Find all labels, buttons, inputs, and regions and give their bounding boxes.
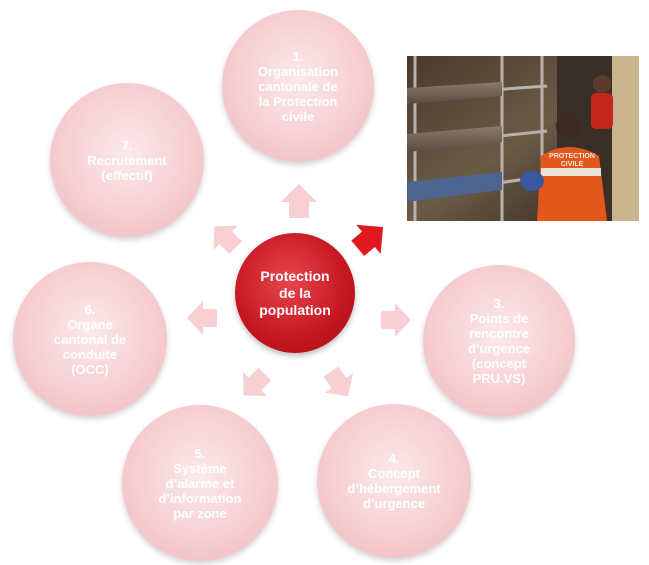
node-6-label: 6. Organe cantonal de conduite (OCC) [53,301,127,377]
node-7-label: 7. Recrutement (effectif) [87,137,167,183]
node-6-occ: 6. Organe cantonal de conduite (OCC) [13,262,167,416]
node-3-label: 3. Points de rencontre d’urgence (concep… [467,296,531,386]
arrow-to-node-5 [242,367,272,397]
node-1-label: 1. Organisation cantonale de la Protecti… [257,48,339,124]
node-3-pru: 3. Points de rencontre d’urgence (concep… [423,265,575,417]
arrow-to-node-6 [187,301,217,335]
node-4-hebergement: 4. Concept d’hébergement d’urgence [317,404,471,558]
arrow-to-node-1 [281,184,317,218]
arrow-to-node-4 [323,366,353,397]
node-7-recrutement: 7. Recrutement (effectif) [50,83,204,237]
node-1-organisation: 1. Organisation cantonale de la Protecti… [222,10,374,162]
node-5-alarme: 5. Système d’alarme et d’information par… [122,405,278,561]
arrow-to-node-7 [213,225,242,254]
node-4-label: 4. Concept d’hébergement d’urgence [347,451,441,511]
center-label: Protection de la population [259,267,331,318]
node-5-label: 5. Système d’alarme et d’information par… [158,445,242,521]
arrow-to-photo [351,224,384,256]
photo-emergency-shelter: PROTECTION CIVILE [407,56,639,221]
vest-text-line-2: CIVILE [561,161,584,168]
arrow-to-node-3 [381,303,411,337]
center-node: Protection de la population [235,233,355,353]
vest-text-line-1: PROTECTION [549,153,595,160]
